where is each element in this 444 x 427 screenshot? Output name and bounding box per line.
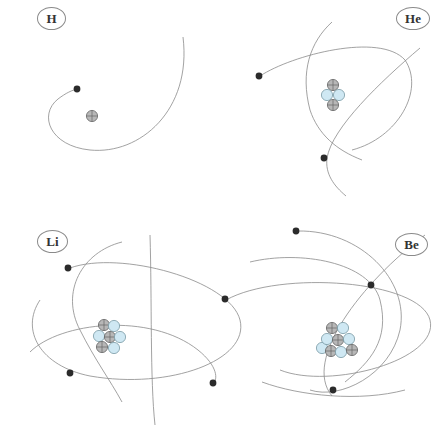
- helium-nucleus: [321, 79, 344, 110]
- element-label: Li: [46, 235, 58, 248]
- orbit-lines: [226, 231, 431, 396]
- element-symbol: Be: [395, 233, 428, 256]
- orbit-lines: [30, 235, 241, 425]
- electron: [330, 387, 337, 394]
- electron: [368, 282, 375, 289]
- electron: [256, 73, 263, 80]
- element-label: H: [46, 12, 56, 25]
- orbit-lines: [260, 22, 420, 196]
- electron: [67, 370, 74, 377]
- electron: [293, 228, 300, 235]
- element-symbol: Li: [37, 230, 68, 253]
- electron: [210, 380, 217, 387]
- beryllium-nucleus: [316, 322, 357, 357]
- element-label: He: [405, 12, 421, 25]
- element-symbol: He: [396, 7, 430, 30]
- electron: [65, 265, 72, 272]
- electron: [74, 86, 81, 93]
- element-symbol: H: [37, 7, 66, 30]
- electron: [321, 155, 328, 162]
- lithium-nucleus: [93, 319, 125, 353]
- hydrogen-nucleus: [86, 110, 97, 121]
- element-label: Be: [404, 238, 418, 251]
- orbit-lines: [48, 37, 184, 150]
- electron: [222, 296, 229, 303]
